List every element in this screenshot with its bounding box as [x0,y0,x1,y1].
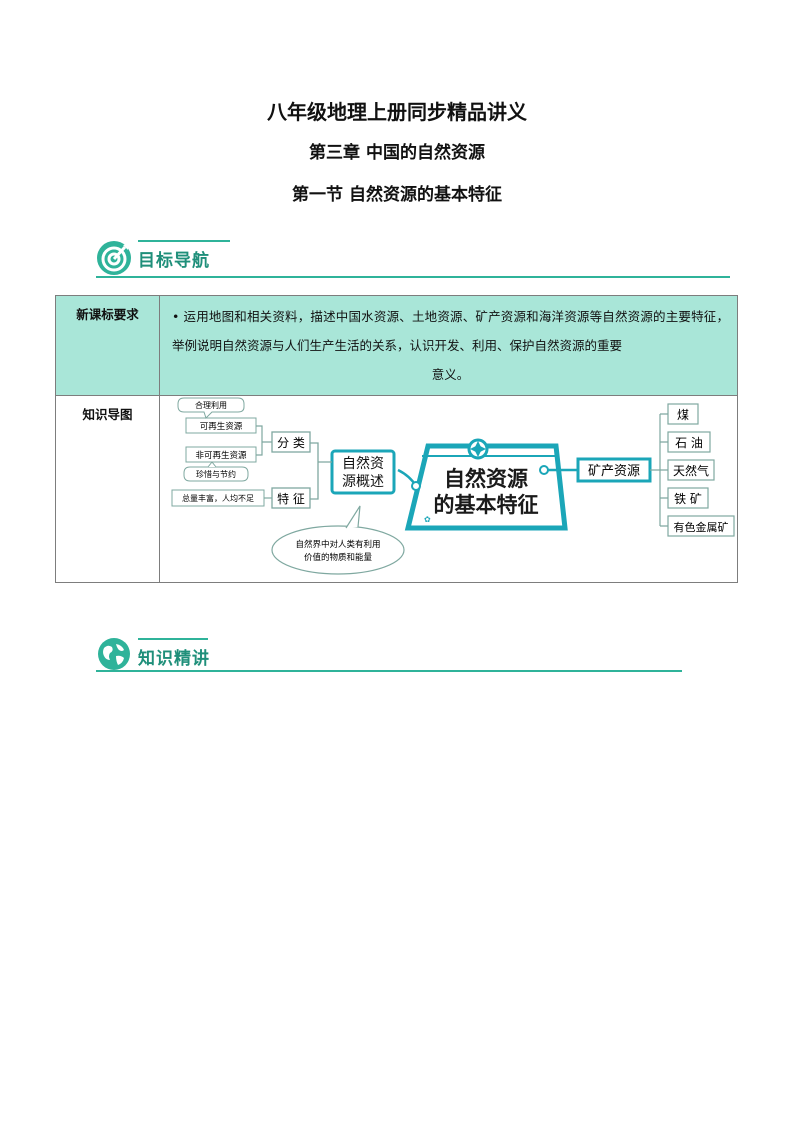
section-title: 第一节 自然资源的基本特征 [292,185,502,205]
knowledge-section-header: 知识精讲 [96,638,682,678]
globe-icon [98,638,130,670]
rational-use-callout [177,397,245,419]
svg-text:矿产资源: 矿产资源 [588,464,640,479]
svg-text:✿: ✿ [424,515,431,524]
renewable-box [185,417,257,434]
requirement-label: 新课标要求 [55,295,160,396]
svg-text:非可再生资源: 非可再生资源 [195,450,247,461]
mindmap-label: 知识导图 [55,395,160,583]
requirement-text: • 运用地图和相关资料，描述中国水资源、土地资源、矿产资源和海洋资源等自然资源的… [159,295,738,396]
svg-text:自然资: 自然资 [342,455,384,472]
svg-text:有色金属矿: 有色金属矿 [674,520,729,534]
svg-text:天然气: 天然气 [673,463,709,478]
mindmap-svg: ✿ 自然资源 的基本特征 自然资 源概述 分 类 特 征 [171,397,735,575]
total-rich-box [171,489,265,507]
svg-text:特 征: 特 征 [277,491,305,506]
svg-text:总量丰富，人均不足: 总量丰富，人均不足 [182,493,254,503]
svg-text:自然界中对人类有利用: 自然界中对人类有利用 [295,539,380,550]
svg-text:分 类: 分 类 [277,436,305,450]
svg-text:合理利用: 合理利用 [195,400,227,410]
mineral-items: 煤 石 油 天然气 铁 矿 有色金属矿 [667,403,735,537]
nonrenewable-box [185,446,257,463]
mindmap-center-box: ✿ 自然资源 的基本特征 [404,438,568,531]
svg-text:源概述: 源概述 [342,474,384,490]
center-line-1: 自然资源 [444,467,528,491]
goal-section-header: 目标导航 [96,240,730,280]
knowledge-section-title: 知识精讲 [138,649,210,669]
center-line-2: 的基本特征 [434,493,539,517]
svg-text:煤: 煤 [677,408,689,422]
svg-text:可再生资源: 可再生资源 [200,421,243,432]
cherish-callout [183,466,249,482]
goal-section-title: 目标导航 [138,251,210,271]
goal-table: 新课标要求 • 运用地图和相关资料，描述中国水资源、土地资源、矿产资源和海洋资源… [55,295,738,583]
svg-text:铁 矿: 铁 矿 [674,492,702,506]
definition-bubble [271,525,405,575]
target-icon [97,241,131,275]
page-title: 八年级地理上册同步精品讲义 [267,100,527,124]
svg-text:价值的物质和能量: 价值的物质和能量 [304,552,373,563]
chapter-title: 第三章 中国的自然资源 [309,143,485,163]
overview-box [330,449,396,495]
knowledge-mindmap: ✿ 自然资源 的基本特征 自然资 源概述 分 类 特 征 [159,395,738,583]
svg-text:珍惜与节约: 珍惜与节约 [196,469,236,479]
svg-text:石 油: 石 油 [675,436,703,450]
